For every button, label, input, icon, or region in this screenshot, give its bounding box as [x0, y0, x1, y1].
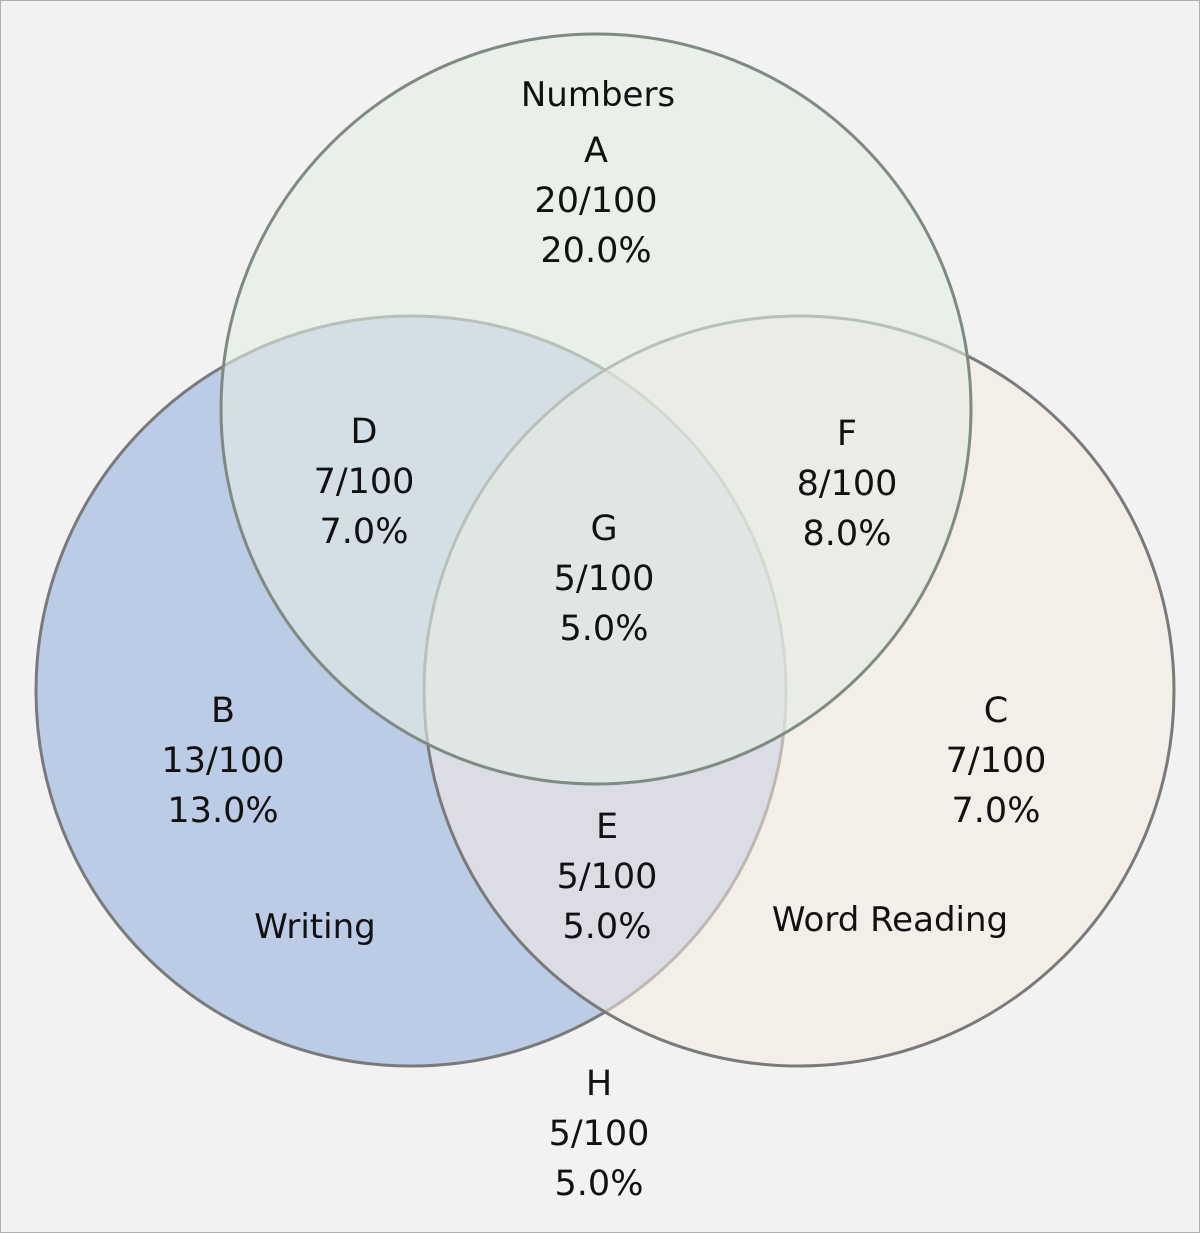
region-percent: 7.0% — [320, 512, 409, 552]
region-count: 5/100 — [554, 559, 655, 599]
set-label-numbers: Numbers — [521, 75, 675, 115]
region-f: F 8/100 8.0% — [797, 414, 898, 554]
region-letter: C — [984, 691, 1008, 731]
region-percent: 13.0% — [167, 791, 278, 831]
region-count: 5/100 — [557, 857, 658, 897]
region-count: 7/100 — [314, 462, 415, 502]
region-h: H 5/100 5.0% — [549, 1064, 650, 1204]
region-b: B 13/100 13.0% — [161, 691, 284, 831]
region-d: D 7/100 7.0% — [314, 412, 415, 552]
region-count: 20/100 — [534, 181, 657, 221]
region-percent: 5.0% — [555, 1164, 644, 1204]
region-g: G 5/100 5.0% — [554, 509, 655, 649]
set-label-word-reading: Word Reading — [772, 900, 1008, 940]
region-c: C 7/100 7.0% — [946, 691, 1047, 831]
region-letter: H — [586, 1064, 612, 1104]
region-percent: 20.0% — [540, 231, 651, 271]
region-a: A 20/100 20.0% — [534, 131, 657, 271]
region-percent: 5.0% — [560, 609, 649, 649]
region-count: 13/100 — [161, 741, 284, 781]
region-count: 8/100 — [797, 464, 898, 504]
circle-numbers — [219, 32, 973, 786]
region-percent: 8.0% — [803, 514, 892, 554]
region-percent: 7.0% — [952, 791, 1041, 831]
region-letter: G — [590, 509, 617, 549]
region-letter: D — [351, 412, 378, 452]
set-label-writing: Writing — [254, 907, 375, 947]
region-count: 5/100 — [549, 1114, 650, 1154]
region-letter: A — [584, 131, 608, 171]
region-letter: B — [211, 691, 235, 731]
region-letter: F — [837, 414, 857, 454]
region-letter: E — [596, 807, 618, 847]
region-count: 7/100 — [946, 741, 1047, 781]
region-percent: 5.0% — [563, 907, 652, 947]
region-e: E 5/100 5.0% — [557, 807, 658, 947]
